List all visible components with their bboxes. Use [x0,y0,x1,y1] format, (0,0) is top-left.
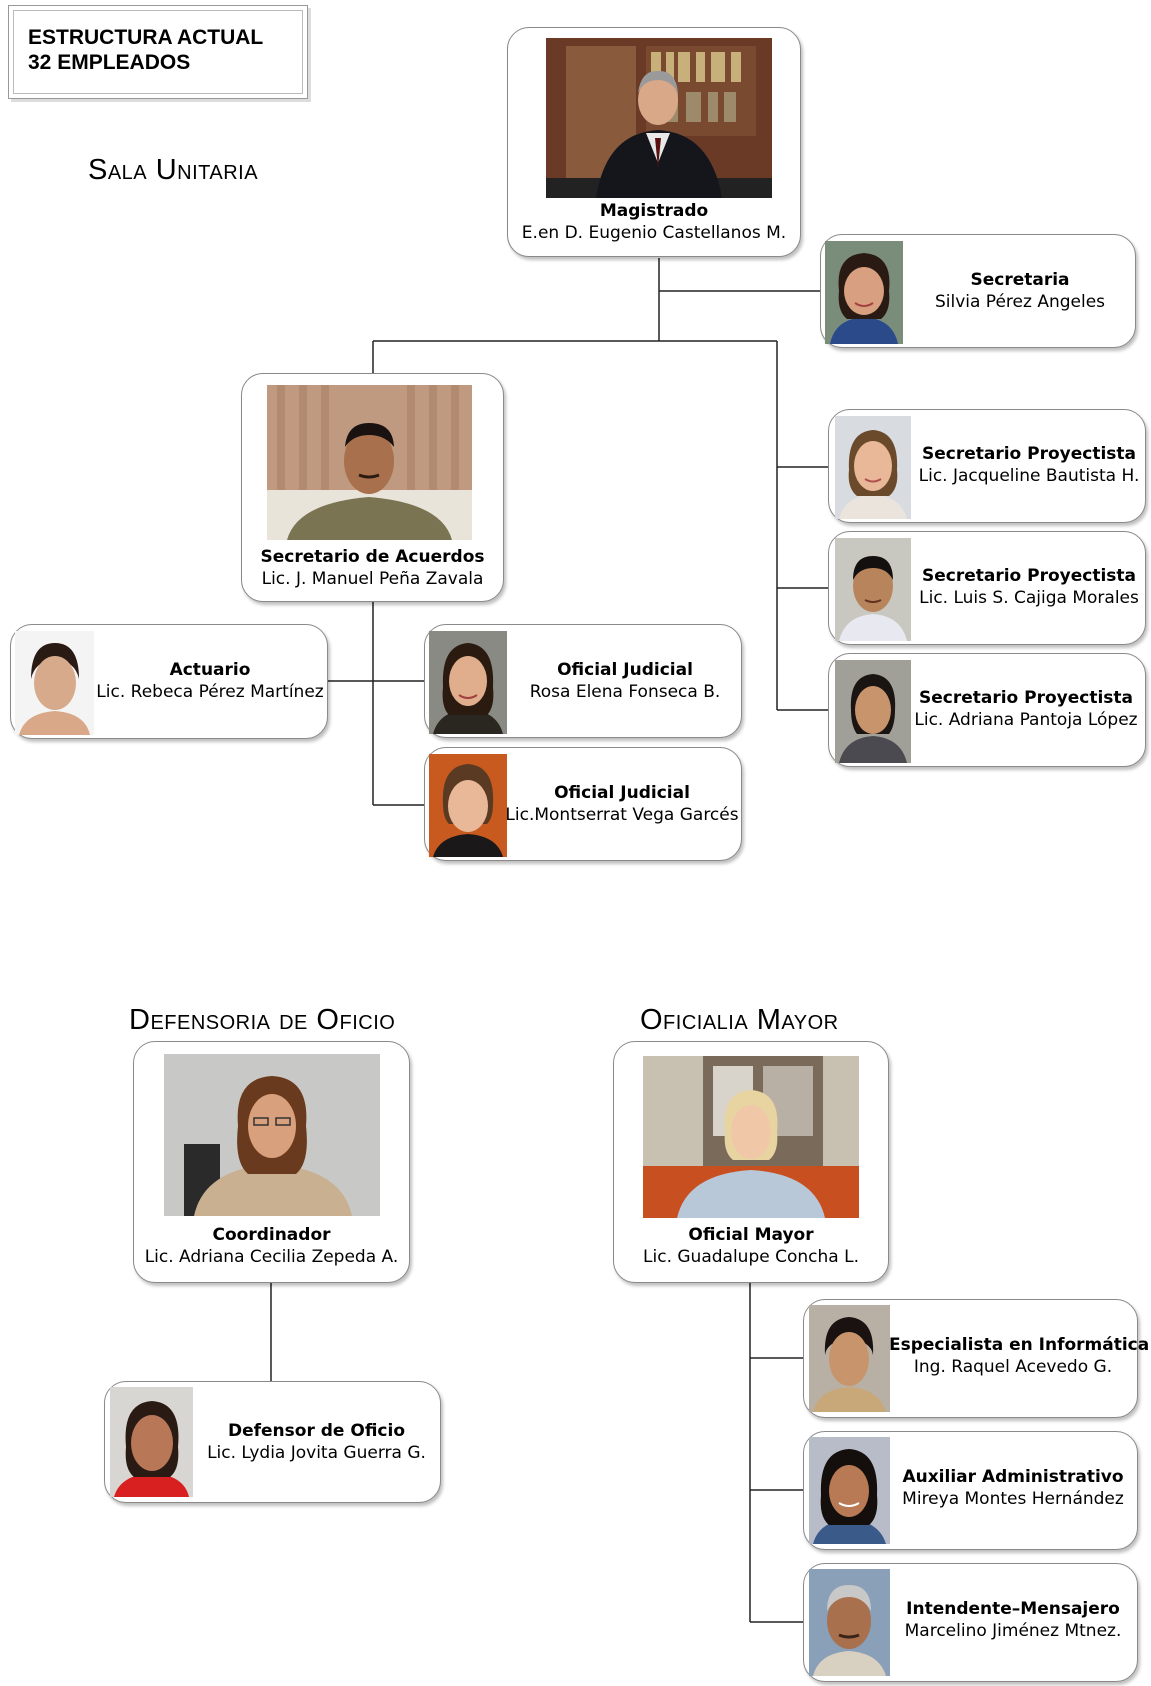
photo-actuario [15,631,94,735]
card-name: E.en D. Eugenio Castellanos M. [521,223,787,243]
card-role: Oficial Judicial [557,660,693,680]
photo-proyectista-1 [835,416,911,519]
card-role: Auxiliar Administrativo [902,1467,1124,1487]
photo-oficial-judicial-2 [429,754,507,857]
photo-secretaria [825,241,903,344]
card-role: Coordinador [212,1225,331,1245]
section-title-oficialia: Oficialia Mayor [640,1004,839,1036]
card-name: Mireya Montes Hernández [902,1489,1124,1509]
card-role: Intendente–Mensajero [906,1599,1120,1619]
card-magistrado: Magistrado E.en D. Eugenio Castellanos M… [507,27,801,257]
photo-auxiliar [809,1437,890,1544]
header-box: ESTRUCTURA ACTUAL 32 EMPLEADOS [8,5,308,99]
section-title-sala: Sala Unitaria [88,154,259,186]
card-name: Lic. Luis S. Cajiga Morales [919,588,1139,608]
card-role: Defensor de Oficio [227,1421,406,1441]
card-role: Secretaria [970,270,1070,290]
card-role: Magistrado [599,201,709,221]
card-role: Secretario de Acuerdos [260,547,485,567]
card-name: Silvia Pérez Angeles [934,292,1106,312]
card-oficial-mayor: Oficial Mayor Lic. Guadalupe Concha L. [613,1041,889,1283]
header-employee-count: 32 EMPLEADOS [28,51,191,74]
card-name: Lic. Jacqueline Bautista H. [918,466,1140,486]
photo-defensor [110,1387,193,1497]
photo-oficial-mayor [643,1056,859,1218]
card-auxiliar-administrativo: Auxiliar Administrativo Mireya Montes He… [803,1431,1138,1550]
card-secretaria: Secretaria Silvia Pérez Angeles [820,234,1136,348]
card-role: Oficial Mayor [688,1225,814,1245]
photo-proyectista-2 [835,538,911,641]
photo-informatica [809,1305,890,1412]
card-role: Oficial Judicial [554,783,690,803]
card-name: Lic. Guadalupe Concha L. [643,1247,859,1267]
header-title: ESTRUCTURA ACTUAL [28,26,264,49]
card-secretario-proyectista-2: Secretario Proyectista Lic. Luis S. Caji… [828,531,1146,645]
card-secretario-acuerdos: Secretario de Acuerdos Lic. J. Manuel Pe… [241,373,504,602]
card-name: Lic. Lydia Jovita Guerra G. [207,1443,426,1463]
card-defensor-de-oficio: Defensor de Oficio Lic. Lydia Jovita Gue… [104,1381,441,1503]
photo-proyectista-3 [835,660,911,763]
card-name: Lic. J. Manuel Peña Zavala [261,569,484,589]
card-oficial-judicial-2: Oficial Judicial Lic.Montserrat Vega Gar… [424,747,742,861]
photo-intendente [809,1569,890,1676]
photo-coordinador [164,1054,380,1216]
photo-magistrado [546,38,772,198]
section-title-defensoria: Defensoria de Oficio [129,1004,396,1036]
card-role: Especialista en Informática [889,1335,1150,1355]
card-coordinador: Coordinador Lic. Adriana Cecilia Zepeda … [133,1041,410,1283]
card-secretario-proyectista-1: Secretario Proyectista Lic. Jacqueline B… [828,409,1146,523]
card-name: Lic. Adriana Pantoja López [914,710,1138,730]
card-role: Secretario Proyectista [918,688,1134,708]
card-name: Lic.Montserrat Vega Garcés [505,805,739,825]
card-intendente-mensajero: Intendente–Mensajero Marcelino Jiménez M… [803,1563,1138,1682]
card-role: Actuario [169,660,251,680]
photo-secretario-acuerdos [267,385,472,540]
card-name: Lic. Rebeca Pérez Martínez [96,682,324,702]
card-role: Secretario Proyectista [921,566,1137,586]
card-name: Ing. Raquel Acevedo G. [913,1357,1113,1377]
card-especialista-informatica: Especialista en Informática Ing. Raquel … [803,1299,1150,1418]
card-name: Marcelino Jiménez Mtnez. [904,1621,1122,1641]
card-secretario-proyectista-3: Secretario Proyectista Lic. Adriana Pant… [828,653,1146,767]
card-oficial-judicial-1: Oficial Judicial Rosa Elena Fonseca B. [424,624,742,738]
photo-oficial-judicial-1 [429,631,507,734]
card-name: Rosa Elena Fonseca B. [529,682,721,702]
card-actuario: Actuario Lic. Rebeca Pérez Martínez [10,624,328,739]
card-name: Lic. Adriana Cecilia Zepeda A. [144,1247,399,1267]
card-role: Secretario Proyectista [921,444,1137,464]
